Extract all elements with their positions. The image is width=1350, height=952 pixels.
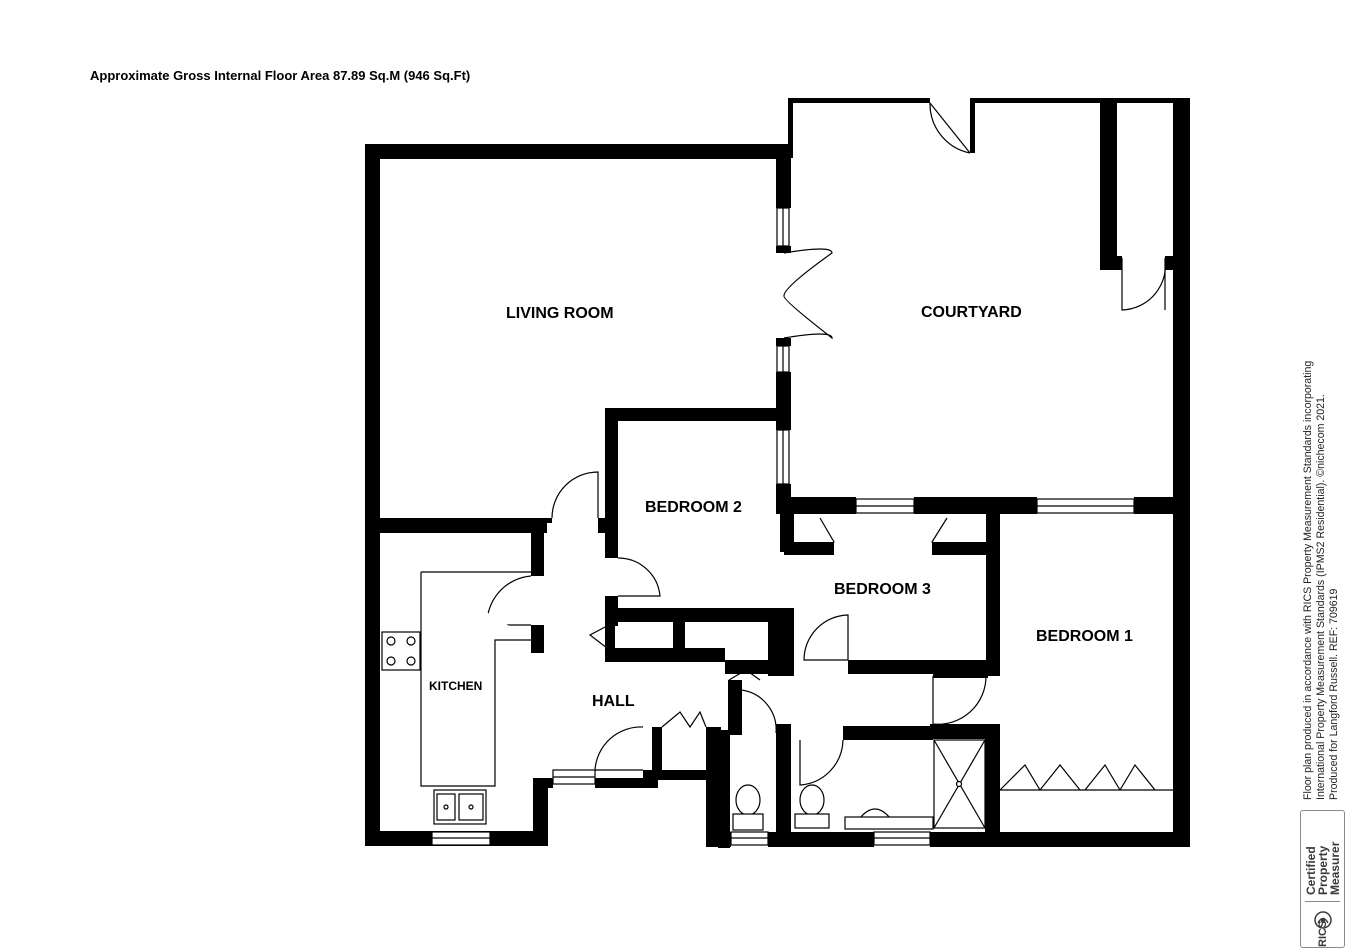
door-bed2-store (551, 471, 599, 519)
door-living-french (783, 248, 833, 340)
door-bathroom (799, 739, 844, 786)
door-courtyard-top (929, 102, 971, 154)
wall-outer-right (1173, 497, 1190, 847)
door-hall-front (594, 726, 644, 771)
door-wc (728, 669, 777, 734)
label-hall: HALL (592, 693, 635, 710)
hob (381, 631, 421, 671)
door-bed3-cupboard-left (819, 517, 835, 553)
windows (431, 207, 1135, 846)
door-bedroom3 (803, 614, 849, 661)
wardrobe-doors (999, 763, 1156, 792)
footer-note-line-1: Floor plan produced in accordance with R… (1302, 360, 1314, 800)
rics-globe-icon (1314, 911, 1332, 929)
wall-outer-left (365, 144, 380, 846)
bathroom-fittings (732, 739, 986, 831)
kitchen-fittings (381, 571, 532, 825)
door-store (1121, 257, 1167, 311)
toilet-bathroom (799, 784, 825, 816)
rics-badge: Certified Property Measurer RICS (1300, 810, 1345, 948)
door-bedroom1 (932, 675, 987, 725)
label-kitchen: KITCHEN (429, 679, 483, 693)
label-bedroom-2: BEDROOM 2 (645, 499, 742, 516)
badge-divider (1305, 901, 1340, 902)
floor-area-title: Approximate Gross Internal Floor Area 87… (90, 68, 471, 83)
door-hall-cupboard (661, 710, 707, 729)
rics-text: RICS (1317, 920, 1329, 947)
door-bedroom2 (617, 557, 661, 597)
certified-property-measurer-text: Certified Property Measurer (1304, 841, 1342, 895)
door-bed3-cupboard-right (931, 517, 948, 553)
door-cupboard-1 (588, 625, 608, 649)
footer-note-line-2: International Property Measurement Stand… (1315, 394, 1327, 800)
toilet-wc (735, 784, 761, 816)
kitchen-counter (420, 571, 532, 787)
label-bedroom-1: BEDROOM 1 (1036, 628, 1133, 645)
label-courtyard: COURTYARD (921, 304, 1022, 321)
doors (486, 102, 1173, 792)
wall-outer-top (365, 144, 790, 159)
label-bedroom-3: BEDROOM 3 (834, 581, 931, 598)
footer-note-line-3: Produced for Langford Russell. REF: 7096… (1328, 588, 1340, 800)
label-living-room: LIVING ROOM (506, 305, 614, 322)
